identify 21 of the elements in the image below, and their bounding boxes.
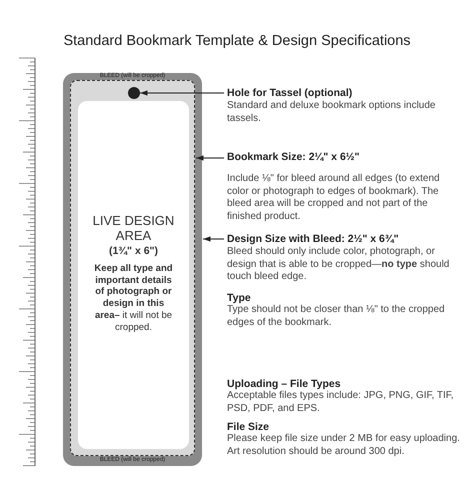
section-text: Type should not be closer than ⅛" to the cropped edges of the bookmark.	[227, 304, 446, 329]
section-text: Acceptable files types include: JPG, PNG, GIF, TIF, PSD, PDF, and EPS.	[227, 390, 455, 415]
dimension-text: (1¾" x 6")	[108, 245, 160, 257]
callout-heading: Hole for Tassel (optional)	[227, 87, 354, 99]
section-heading: File Size	[227, 421, 270, 433]
live-design-area	[78, 101, 189, 449]
callout-text: Standard and deluxe bookmark options include tassels.	[227, 100, 436, 125]
section-text: Please keep file size under 2 MB for easy uploading. Art resolution should be around 300 dpi.	[227, 433, 461, 458]
leader-line	[203, 236, 224, 242]
instruction-text: Keep all type and important details of photograph or design in this area– it will not be cropped.	[93, 263, 174, 334]
tassel-hole	[128, 87, 140, 99]
callout-heading: Bookmark Size: 2¼" x 6½"	[227, 151, 361, 163]
callout-text: Bleed should only include color, photograph, or design that is able to be cropped—no type should touch bleed edge.	[227, 246, 450, 284]
callout-text: Include ⅛" for bleed around all edges (to extend color or photograph to edges of bookmark). The bleed area will be cropped and not part of the finished product.	[227, 173, 441, 223]
leader-line	[140, 90, 224, 96]
callout-heading: Design Size with Bleed: 2½" x 6¾"	[227, 233, 400, 245]
area-heading: LIVE DESIGN AREA	[92, 213, 176, 243]
section-heading: Type	[227, 292, 252, 304]
leader-line	[196, 155, 224, 161]
title: Standard Bookmark Template & Design Specifications	[62, 33, 412, 49]
section-heading: Uploading – File Types	[227, 378, 342, 390]
